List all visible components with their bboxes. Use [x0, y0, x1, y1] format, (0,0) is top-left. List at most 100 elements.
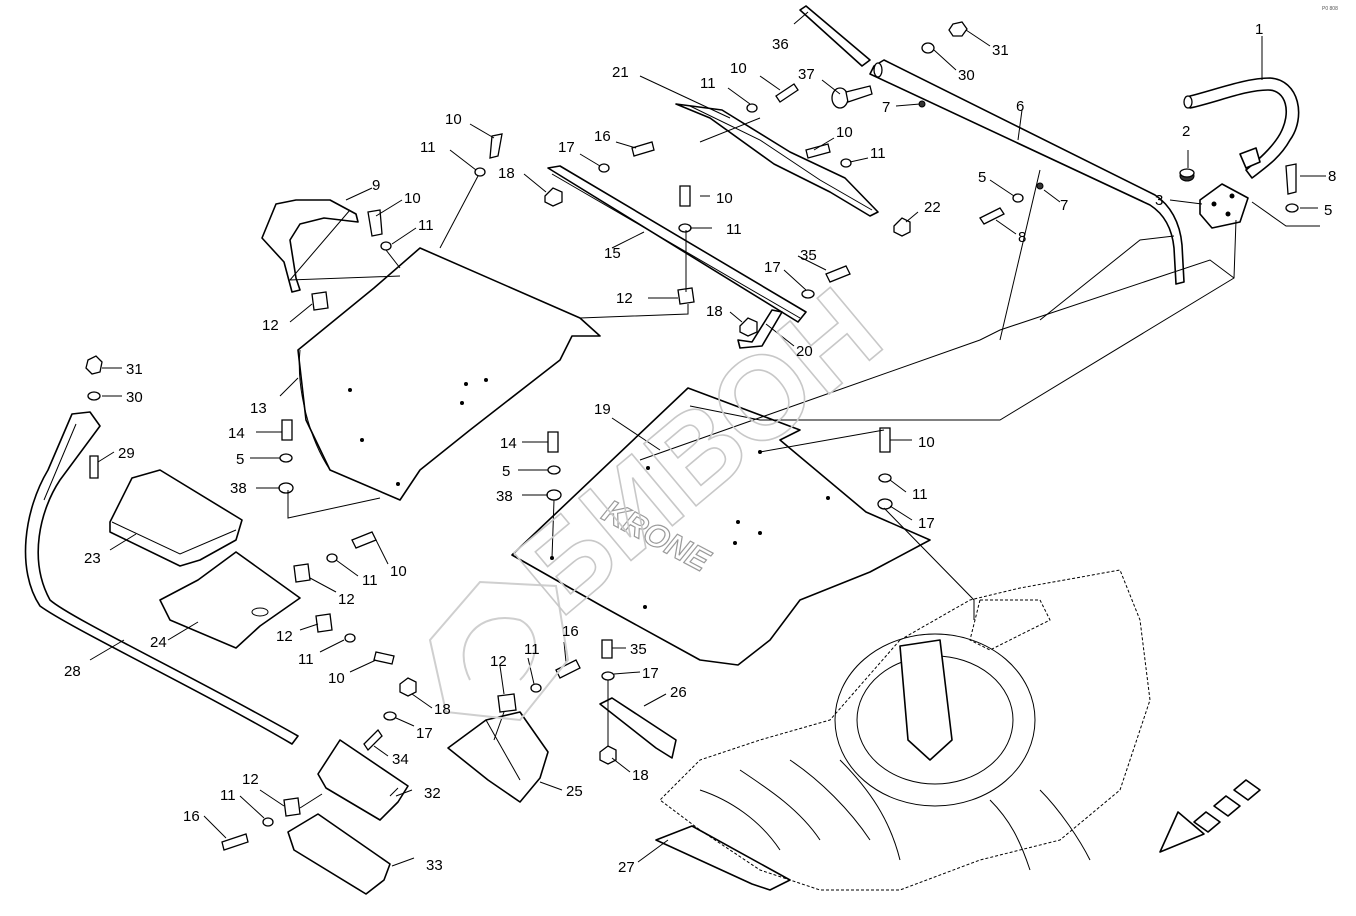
part-6-support-tube [869, 59, 1185, 285]
callout-3: 3 [1155, 192, 1163, 209]
callout-10-h: 10 [328, 670, 345, 687]
part-25-chute-section [447, 711, 549, 803]
callout-16-c: 16 [183, 808, 200, 825]
callout-26: 26 [670, 684, 687, 701]
callout-11-e: 11 [726, 221, 742, 238]
part-28-spout-rail [24, 411, 299, 745]
hardware [85, 21, 1299, 851]
callout-7-top: 7 [882, 99, 890, 116]
callout-1: 1 [1255, 21, 1263, 38]
callout-25: 25 [566, 783, 583, 800]
callout-17-c: 17 [918, 515, 935, 532]
callout-28: 28 [64, 663, 81, 680]
callout-30-left: 30 [126, 389, 143, 406]
callout-12-b: 12 [616, 290, 633, 307]
callout-12-c: 12 [338, 591, 355, 608]
callout-15: 15 [604, 245, 621, 262]
callout-6: 6 [1016, 98, 1024, 115]
part-26-angle [599, 697, 677, 759]
callout-33: 33 [426, 857, 443, 874]
callout-14-left: 14 [228, 425, 245, 442]
callout-18-b: 18 [706, 303, 723, 320]
part-23-deflector-cover [109, 469, 243, 567]
travel-direction-arrow [1159, 779, 1261, 853]
leader-lines [89, 11, 1326, 867]
callout-11-b: 11 [418, 217, 434, 234]
callout-30-top: 30 [958, 67, 975, 84]
callout-24: 24 [150, 634, 167, 651]
callout-27: 27 [618, 859, 635, 876]
callout-16-b: 16 [562, 623, 579, 640]
callout-38-left: 38 [230, 480, 247, 497]
callout-12-a: 12 [262, 317, 279, 334]
callout-35-b: 35 [630, 641, 647, 658]
part-20-bracket [737, 309, 783, 349]
callout-18-a: 18 [498, 165, 515, 182]
callout-11-j: 11 [220, 787, 236, 804]
callout-29: 29 [118, 445, 135, 462]
callout-labels: 1 2 3 5 5 5 5 6 7 7 8 8 9 10 10 10 10 10… [64, 21, 1336, 876]
callout-10-a: 10 [445, 111, 462, 128]
callout-5-left: 5 [236, 451, 244, 468]
callout-2: 2 [1182, 123, 1190, 140]
callout-35-a: 35 [800, 247, 817, 264]
callout-5-center: 5 [502, 463, 510, 480]
part-21-deflector-strip [675, 103, 879, 217]
callout-38-center: 38 [496, 488, 513, 505]
callout-11-c: 11 [700, 75, 716, 92]
part-15-flat-strip [547, 165, 807, 323]
callout-34: 34 [392, 751, 409, 768]
callout-10-g: 10 [390, 563, 407, 580]
part-2-knob [1179, 168, 1195, 182]
callout-12-d: 12 [276, 628, 293, 645]
part-9-side-bracket [261, 199, 359, 293]
part-1-guard-tube [1183, 77, 1300, 179]
callout-37: 37 [798, 66, 815, 83]
callout-5-right: 5 [1324, 202, 1332, 219]
callout-11-h: 11 [298, 651, 314, 668]
callout-12-f: 12 [242, 771, 259, 788]
callout-5-mid: 5 [978, 169, 986, 186]
callout-8-mid: 8 [1018, 229, 1026, 246]
callout-11-a: 11 [420, 139, 436, 156]
callout-32: 32 [424, 785, 441, 802]
callout-12-e: 12 [490, 653, 507, 670]
callout-21: 21 [612, 64, 629, 81]
callout-11-g: 11 [362, 572, 378, 589]
callout-17-d: 17 [416, 725, 433, 742]
callout-20: 20 [796, 343, 813, 360]
callout-18-c: 18 [434, 701, 451, 718]
callout-31-left: 31 [126, 361, 143, 378]
callout-10-b: 10 [404, 190, 421, 207]
callout-11-d: 11 [870, 145, 886, 162]
part-27-angle-rail [655, 825, 791, 891]
callout-8-right: 8 [1328, 168, 1336, 185]
part-19-main-cover-panel: KRONE [511, 387, 931, 666]
callout-16-a: 16 [594, 128, 611, 145]
callout-23: 23 [84, 550, 101, 567]
callout-31-top: 31 [992, 42, 1009, 59]
part-36-tube-end [799, 5, 871, 67]
callout-7-right: 7 [1060, 197, 1068, 214]
callout-10-f: 10 [918, 434, 935, 451]
part-32-chute-box [317, 739, 409, 821]
callout-36: 36 [772, 36, 789, 53]
callout-17-e: 17 [642, 665, 659, 682]
rotor-assembly [659, 569, 1151, 891]
callout-17-b: 17 [764, 259, 781, 276]
callout-13: 13 [250, 400, 267, 417]
corner-code: P0 808 [1322, 6, 1338, 12]
part-33-lower-chute-box [287, 813, 391, 895]
part-13-hood-panel [297, 247, 601, 501]
callout-10-e: 10 [716, 190, 733, 207]
callout-14-center: 14 [500, 435, 517, 452]
callout-18-d: 18 [632, 767, 649, 784]
callout-11-i: 11 [524, 641, 540, 658]
part-3-mounting-bracket [1199, 147, 1261, 229]
callout-11-f: 11 [912, 486, 928, 503]
callout-10-d: 10 [836, 124, 853, 141]
callout-10-c: 10 [730, 60, 747, 77]
callout-17-a: 17 [558, 139, 575, 156]
callout-19: 19 [594, 401, 611, 418]
